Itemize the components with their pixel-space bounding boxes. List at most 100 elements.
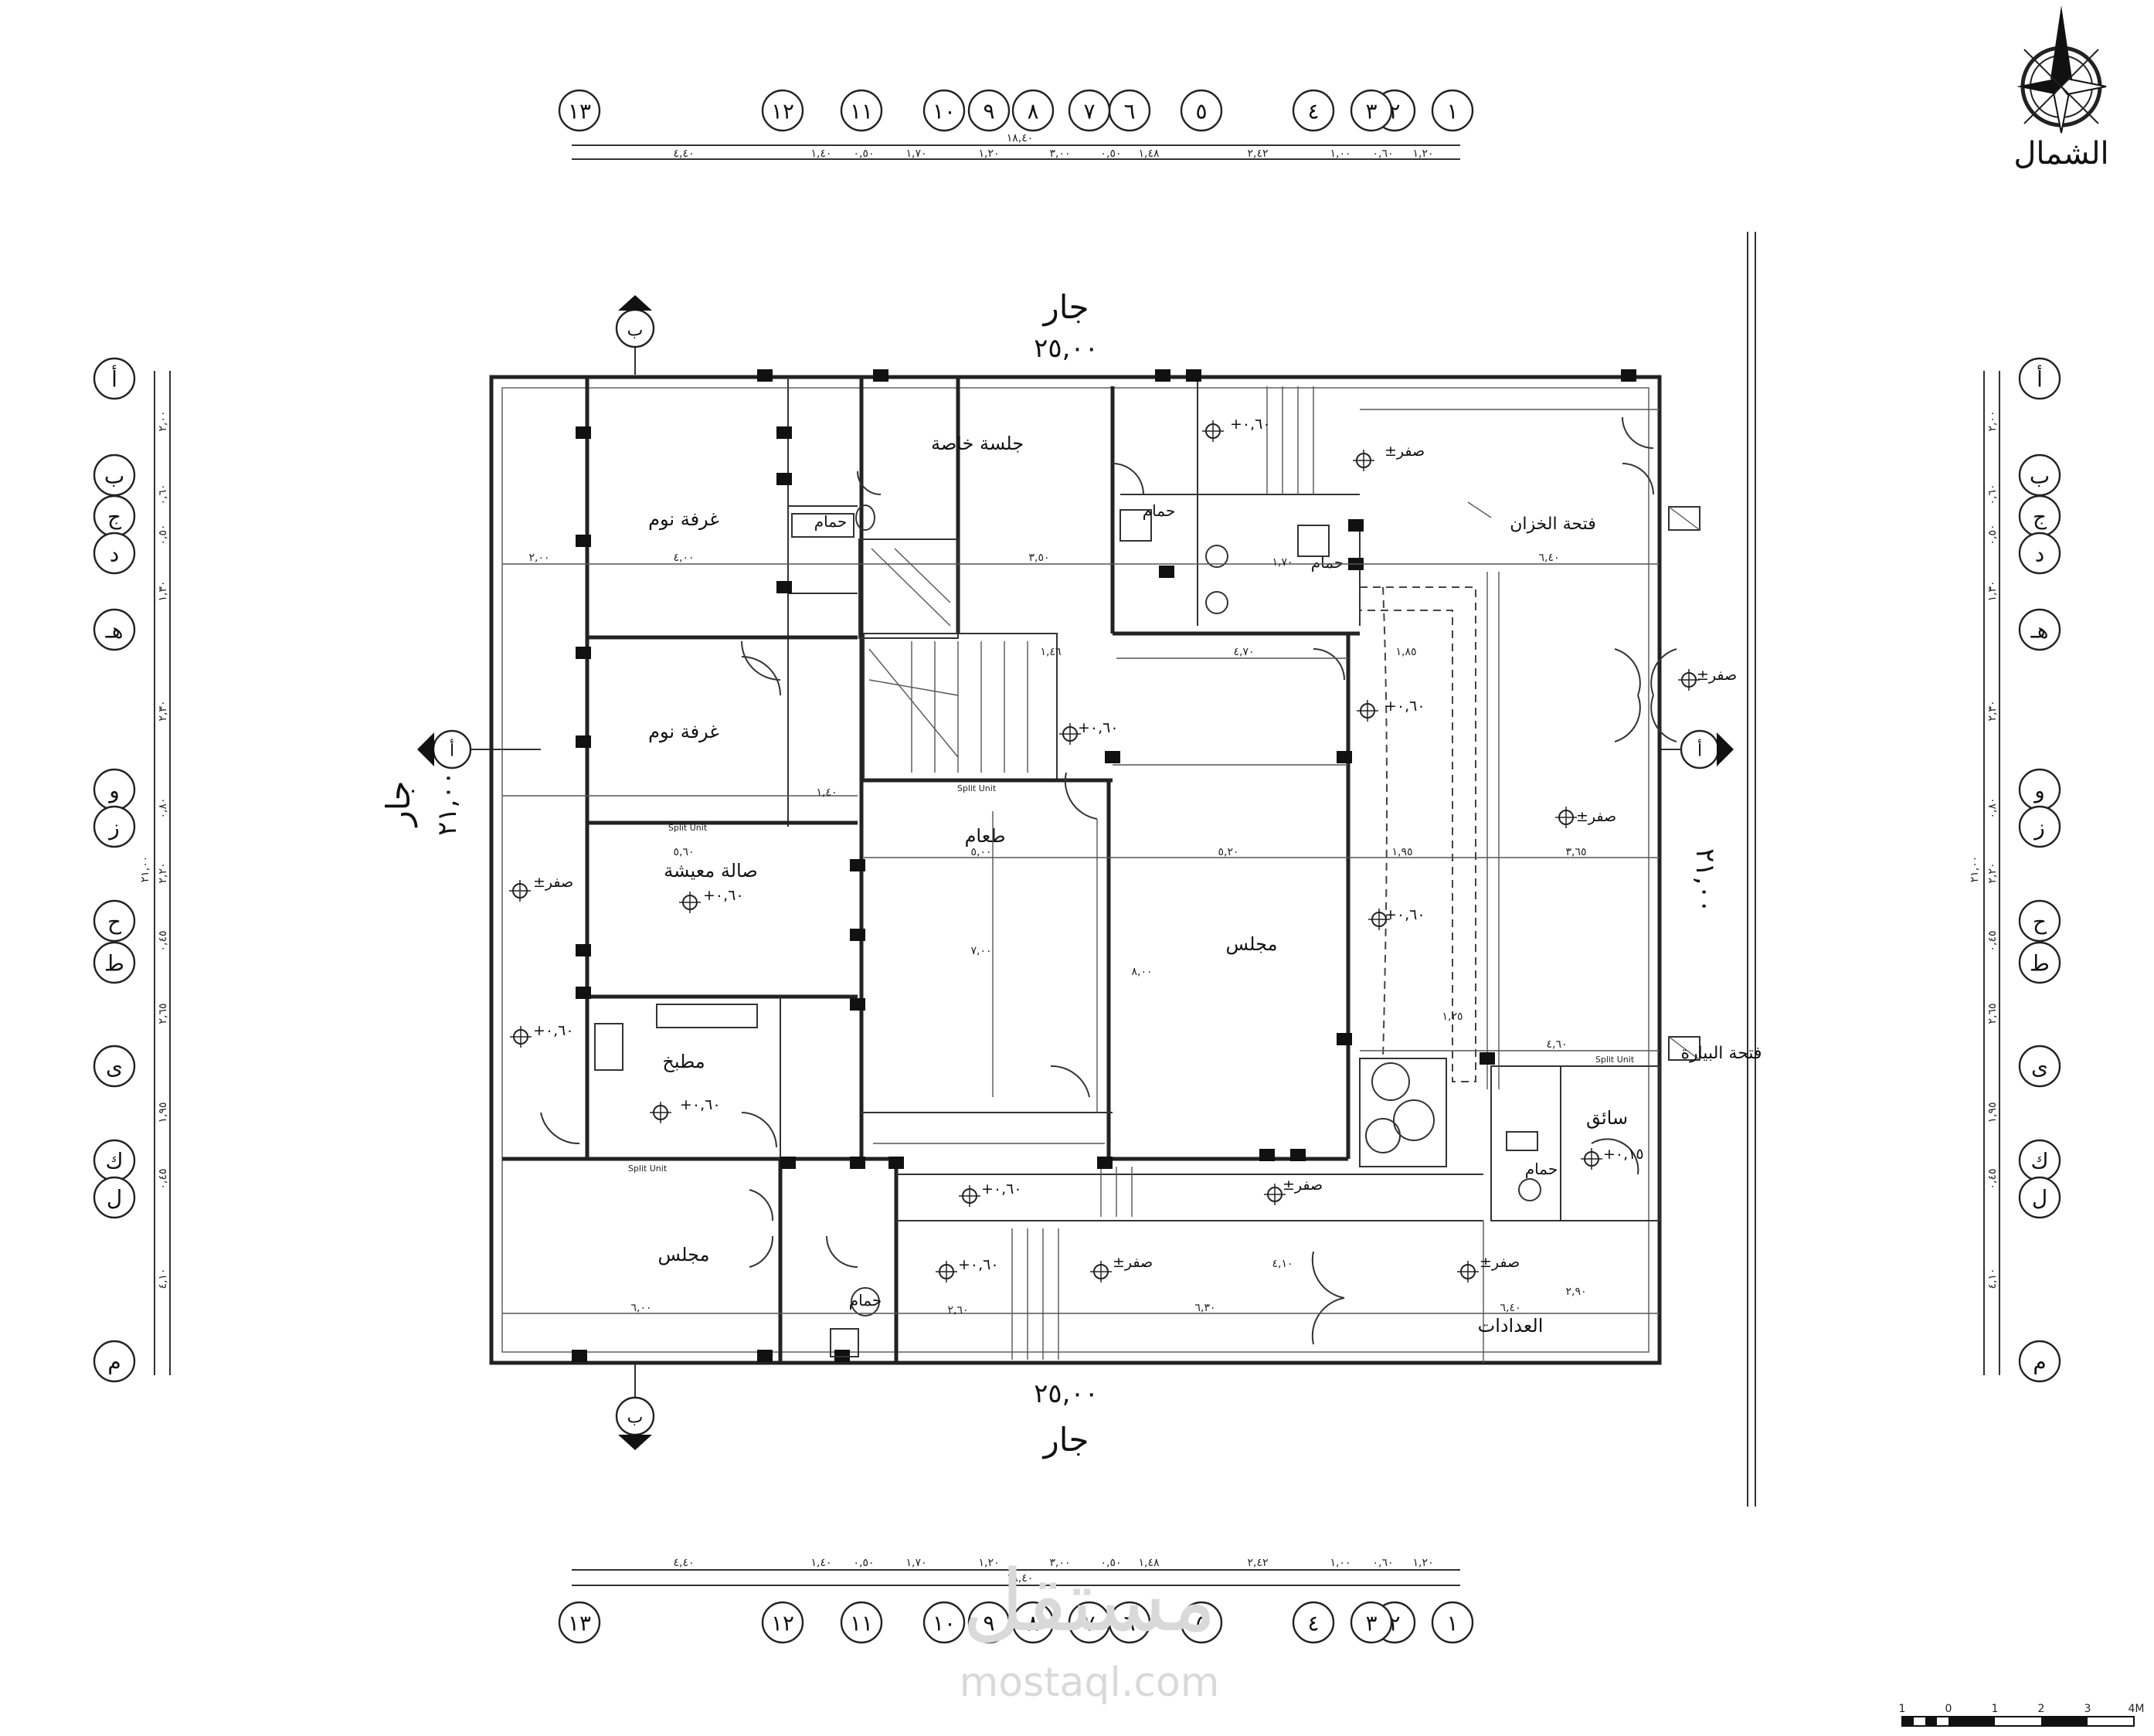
column-21 bbox=[850, 1157, 865, 1169]
grid-row-left-10-circle bbox=[93, 1045, 136, 1088]
level-plus60-9: +٠,٦٠ bbox=[958, 1256, 999, 1273]
right-row-dim-group-6: ٠,٨٠ bbox=[1986, 797, 1999, 818]
grid-row-left-1-circle bbox=[93, 357, 136, 400]
right-row-dim-2: ٠,٦٠ bbox=[1986, 484, 1999, 504]
column-14 bbox=[576, 647, 591, 659]
grid-col-top-4-label: ٤ bbox=[1307, 99, 1319, 124]
left-row-dim-group-12: ٤,١٠ bbox=[157, 1268, 169, 1289]
column-23 bbox=[757, 1350, 773, 1362]
split-unit-4: Split Unit bbox=[1595, 1055, 1635, 1065]
section-mark-b-bottom bbox=[615, 1364, 655, 1450]
right-row-dim-group-5: ٢,٣٠ bbox=[1986, 700, 1999, 721]
left-row-dim-group-11: ٠,٤٥ bbox=[157, 1168, 169, 1189]
grid-col-top-8-circle bbox=[1011, 89, 1055, 132]
right-row-dim-group-9: ٢,٦٥ bbox=[1986, 1003, 1999, 1024]
grid-col-top-12-label: ١٢ bbox=[771, 99, 794, 124]
right-row-dim-group-8: ٠,٤٥ bbox=[1986, 930, 1999, 951]
left-row-dim-group-1: ٢,٠٠ bbox=[157, 410, 169, 431]
grid-col-top-9-circle bbox=[967, 89, 1011, 132]
level-plus60-6: +٠,٦٠ bbox=[533, 1022, 574, 1039]
grid-row-left-7-label: ز bbox=[107, 815, 120, 841]
left-row-dim-5: ٢,٣٠ bbox=[157, 700, 169, 721]
watermark-arabic: مستقل bbox=[962, 1551, 1216, 1650]
dim-d23: ٢,٩٠ bbox=[1565, 1286, 1586, 1298]
left-row-dim-group-4: ١,٣٠ bbox=[157, 580, 169, 601]
column-3 bbox=[1155, 369, 1170, 382]
top-col-dim-8: ١,٤٨ bbox=[1138, 148, 1159, 160]
right-row-dim-group-4: ١,٣٠ bbox=[1986, 580, 1999, 601]
grid-row-left-6-label: و bbox=[107, 778, 120, 803]
room-bath-5: حمام bbox=[849, 1291, 882, 1310]
dim-d9: ١,٤٦ bbox=[1040, 646, 1061, 658]
grid-col-bottom-12-label: ١٢ bbox=[771, 1611, 794, 1636]
section-a-left-text: أ bbox=[450, 739, 454, 761]
bottom-col-dim-5: ١,٢٠ bbox=[978, 1557, 999, 1569]
right-row-dim-9: ٢,٦٥ bbox=[1986, 1003, 1999, 1024]
room-dining: طعام bbox=[965, 825, 1006, 847]
column-7 bbox=[776, 473, 792, 485]
column-16 bbox=[576, 944, 591, 956]
grid-col-top-6-label: ٦ bbox=[1123, 99, 1135, 124]
room-majlis-2: مجلس bbox=[658, 1244, 710, 1265]
left-row-dim-7: ٢,٢٠ bbox=[157, 862, 169, 883]
top-col-dim-11: ٠,٦٠ bbox=[1372, 148, 1393, 160]
left-row-dim-group-10: ١,٩٥ bbox=[157, 1102, 169, 1123]
right-row-dim-11: ٠,٤٥ bbox=[1986, 1168, 1999, 1189]
dim-d12: ٣,٦٥ bbox=[1565, 846, 1586, 858]
bottom-col-dim-2: ١,٤٠ bbox=[810, 1557, 831, 1569]
grid-row-right-2-label: ب bbox=[2030, 464, 2050, 489]
dim-d21: ٢,٦٠ bbox=[947, 1304, 968, 1316]
neighbor-top-label: جار bbox=[1041, 288, 1089, 326]
level-plus60-4: +٠,٦٠ bbox=[703, 887, 744, 904]
room-living-hall: صالة معيشة bbox=[664, 860, 757, 882]
room-bath-4: حمام bbox=[1525, 1160, 1558, 1178]
column-28 bbox=[1259, 1149, 1275, 1161]
structural-columns bbox=[572, 369, 1636, 1362]
grid-col-top-13-label: ١٣ bbox=[568, 99, 591, 124]
section-b-bottom-text: ب bbox=[627, 1408, 644, 1428]
grid-row-left-12-circle bbox=[93, 1176, 136, 1219]
grid-col-top-11-label: ١١ bbox=[850, 99, 873, 124]
section-mark-a-right bbox=[1661, 729, 1734, 769]
left-row-dims: ٢,٠٠٠,٦٠٠,٥٠١,٣٠٢,٣٠٠,٨٠٢,٢٠٠,٤٥٢,٦٥١,٩٥… bbox=[139, 410, 169, 1289]
grid-row-right-11-label: ك bbox=[2030, 1149, 2048, 1174]
level-plus60-1: +٠,٦٠ bbox=[1230, 416, 1271, 433]
grid-row-right-9-label: ط bbox=[2030, 951, 2050, 977]
bottom-col-dim-12: ١,٢٠ bbox=[1412, 1557, 1433, 1569]
grid-col-bottom-13-circle bbox=[558, 1601, 601, 1644]
level-plus60-5: +٠,٦٠ bbox=[1384, 906, 1425, 923]
neighbor-bottom-label: جار bbox=[1041, 1421, 1089, 1459]
level-plus60-3: +٠,٦٠ bbox=[1078, 719, 1119, 736]
grid-col-bottom-5-circle bbox=[1180, 1601, 1223, 1644]
right-row-dim-group-10: ١,٩٥ bbox=[1986, 1102, 1999, 1123]
bottom-column-total: ١٨,٤٠ bbox=[1007, 1572, 1034, 1585]
grid-row-right-1-label: أ bbox=[2037, 365, 2043, 392]
grid-col-top-1-circle bbox=[1431, 89, 1474, 132]
grid-row-left-8-label: ح bbox=[107, 909, 122, 935]
grid-row-left-13-circle bbox=[93, 1340, 136, 1383]
right-row-dims: ٢,٠٠٠,٦٠٠,٥٠١,٣٠٢,٣٠٠,٨٠٢,٢٠٠,٤٥٢,٦٥١,٩٥… bbox=[1969, 410, 1999, 1289]
scale-label-4: 3 bbox=[2084, 1703, 2091, 1715]
right-row-dim-group-2: ٠,٦٠ bbox=[1986, 484, 1999, 504]
door-swings bbox=[540, 416, 1677, 1345]
top-dimension-lines bbox=[572, 144, 1460, 160]
column-33 bbox=[1480, 1052, 1495, 1065]
column-9 bbox=[1159, 566, 1174, 578]
column-26 bbox=[1337, 751, 1352, 763]
column-17 bbox=[576, 987, 591, 999]
section-mark-a-left bbox=[417, 729, 541, 769]
room-meters: العدادات bbox=[1478, 1315, 1544, 1337]
grid-row-left-3-label: ج bbox=[107, 504, 122, 531]
grid-row-right-5-circle bbox=[2018, 608, 2061, 651]
dim-d3: ٦,٤٠ bbox=[1538, 552, 1559, 564]
top-column-total: ١٨,٤٠ bbox=[1007, 132, 1034, 144]
grid-row-right-12-circle bbox=[2018, 1176, 2061, 1219]
grid-row-left-5-label: هـ bbox=[105, 618, 124, 644]
column-20 bbox=[850, 998, 865, 1011]
bottom-col-dim-4: ١,٧٠ bbox=[905, 1557, 926, 1569]
label-tank-opening: فتحة الخزان bbox=[1510, 515, 1596, 534]
dim-d14: ٦,٠٠ bbox=[630, 1302, 651, 1314]
